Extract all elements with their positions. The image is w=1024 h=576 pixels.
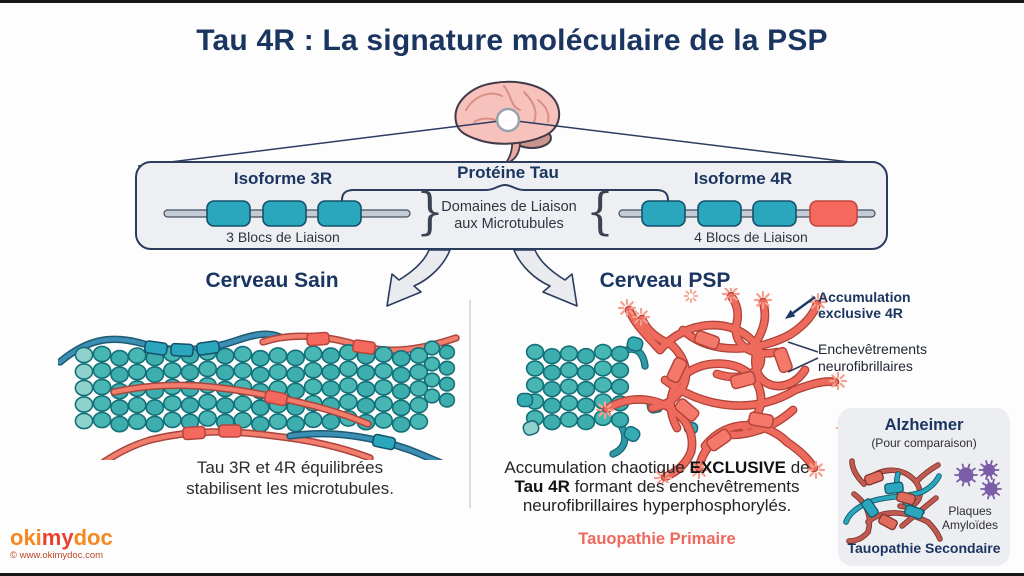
plaques-label: Plaques Amyloïdes bbox=[941, 504, 999, 532]
alzheimer-box: Alzheimer (Pour comparaison) bbox=[838, 408, 1010, 566]
alzheimer-subtitle: (Pour comparaison) bbox=[871, 436, 977, 450]
isoform-4r-title: Isoforme 4R bbox=[693, 169, 793, 188]
top-edge-strip bbox=[0, 0, 1024, 3]
tau-panel: Isoforme 3R 3 Blocs de Liaison Protéine … bbox=[135, 161, 888, 250]
heading-cerveau-psp: Cerveau PSP bbox=[599, 269, 731, 292]
annotation-tangles: Enchevêtrements neurofibrillaires bbox=[818, 341, 927, 374]
annotation-arrow-icon bbox=[785, 295, 816, 319]
protein-tau-title: Protéine Tau bbox=[457, 163, 559, 182]
alzheimer-tangle-illustration bbox=[843, 458, 943, 544]
brain-magnifier-illustration bbox=[137, 80, 883, 167]
amyloid-plaques-icon bbox=[954, 460, 1002, 500]
brand-logo: okimydoc bbox=[10, 525, 113, 550]
protein-brace-icon bbox=[341, 183, 669, 201]
page-title: Tau 4R : La signature moléculaire de la … bbox=[196, 24, 828, 57]
isoform-3r-caption: 3 Blocs de Liaison bbox=[226, 229, 340, 245]
section-divider bbox=[469, 300, 471, 508]
heading-cerveau-sain: Cerveau Sain bbox=[205, 269, 339, 292]
healthy-caption: Tau 3R et 4R équilibrées stabilisent les… bbox=[186, 458, 394, 498]
split-arrows-icon bbox=[386, 249, 578, 307]
isoform-4r-strand-illustration bbox=[618, 200, 876, 227]
domains-label: Domaines de Liaison aux Microtubules bbox=[441, 199, 577, 232]
domains-brace-close-icon: } bbox=[416, 183, 444, 241]
tauopathie-primaire-label: Tauopathie Primaire bbox=[578, 530, 736, 548]
psp-caption: Accumulation chaotique EXCLUSIVE de Tau … bbox=[504, 458, 810, 515]
annotation-accumulation: Accumulation exclusive 4R bbox=[818, 289, 911, 321]
psp-tangle-illustration bbox=[516, 288, 850, 483]
healthy-microtubule-illustration bbox=[58, 330, 460, 460]
domains-brace-open-icon: { bbox=[586, 183, 614, 241]
isoform-4r-caption: 4 Blocs de Liaison bbox=[694, 229, 808, 245]
isoform-3r-strand-illustration bbox=[163, 200, 411, 227]
isoform-3r-title: Isoforme 3R bbox=[233, 169, 333, 188]
brand-url: © www.okimydoc.com bbox=[10, 550, 104, 561]
annotation-pointer-icon bbox=[787, 341, 819, 373]
alzheimer-title: Alzheimer bbox=[884, 416, 964, 434]
tauopathie-secondaire-label: Tauopathie Secondaire bbox=[847, 540, 1001, 556]
bottom-edge-strip bbox=[0, 573, 1024, 576]
